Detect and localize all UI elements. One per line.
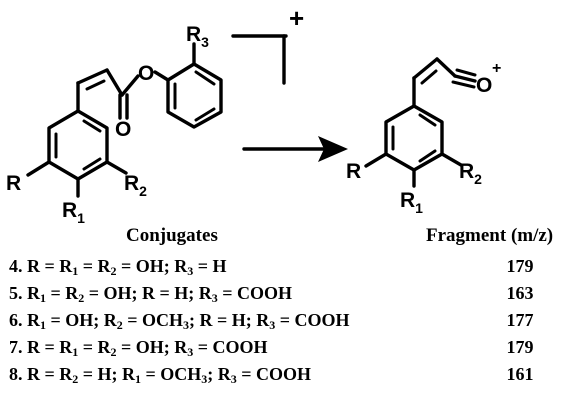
conjugate-formula: 5. R1 = R2 = OH; R = H; R3 = COOH <box>9 283 293 305</box>
fragment-mz: 163 <box>506 283 534 303</box>
reaction-scheme: R R1 R2 R3 O O + R R1 R2 <box>6 3 501 226</box>
reactant-label-r2: R2 <box>124 172 147 199</box>
col-header-conjugates: Conjugates <box>126 225 218 246</box>
product-label-r2: R2 <box>459 160 482 187</box>
product-acylium-charge: + <box>492 60 501 77</box>
conjugate-formula: 7. R = R1 = R2 = OH; R3 = COOH <box>9 337 268 359</box>
fragment-mz: 179 <box>506 337 534 357</box>
table-row: 6. R1 = OH; R2 = OCH3; R = H; R3 = COOH … <box>9 310 564 341</box>
table-row: 7. R = R1 = R2 = OH; R3 = COOH 179 <box>9 337 564 368</box>
reactant-label-r: R <box>6 172 21 195</box>
product-acylium-oxygen: O <box>476 74 492 97</box>
reactant-carbonyl-oxygen: O <box>115 118 131 141</box>
reactant-ester-oxygen: O <box>138 62 154 85</box>
table-row: 8. R = R2 = H; R1 = OCH3; R3 = COOH 161 <box>9 364 564 395</box>
fragment-mz: 179 <box>506 256 534 276</box>
col-header-fragment: Fragment (m/z) <box>426 225 554 246</box>
reaction-arrow <box>242 136 348 162</box>
product-label-r: R <box>346 160 361 183</box>
reactant-structure: R R1 R2 R3 O O <box>6 23 223 226</box>
product-structure: R R1 R2 O + <box>346 57 501 216</box>
reactant-benzene-ring <box>47 109 109 181</box>
charge-bracket: + <box>231 3 304 85</box>
conjugate-formula: 8. R = R2 = H; R1 = OCH3; R3 = COOH <box>9 364 312 386</box>
reactant-label-r3: R3 <box>186 23 209 50</box>
table-row: 5. R1 = R2 = OH; R = H; R3 = COOH 163 <box>9 283 564 314</box>
conjugate-formula: 4. R = R1 = R2 = OH; R3 = H <box>9 256 227 278</box>
fragment-mz: 177 <box>506 310 534 330</box>
reactant-label-r1: R1 <box>62 199 85 226</box>
table-row: 4. R = R1 = R2 = OH; R3 = H 179 <box>9 256 564 287</box>
fragment-mz: 161 <box>506 364 534 384</box>
charge-sign: + <box>289 3 304 33</box>
conjugate-formula: 6. R1 = OH; R2 = OCH3; R = H; R3 = COOH <box>9 310 350 332</box>
product-label-r1: R1 <box>400 189 423 216</box>
